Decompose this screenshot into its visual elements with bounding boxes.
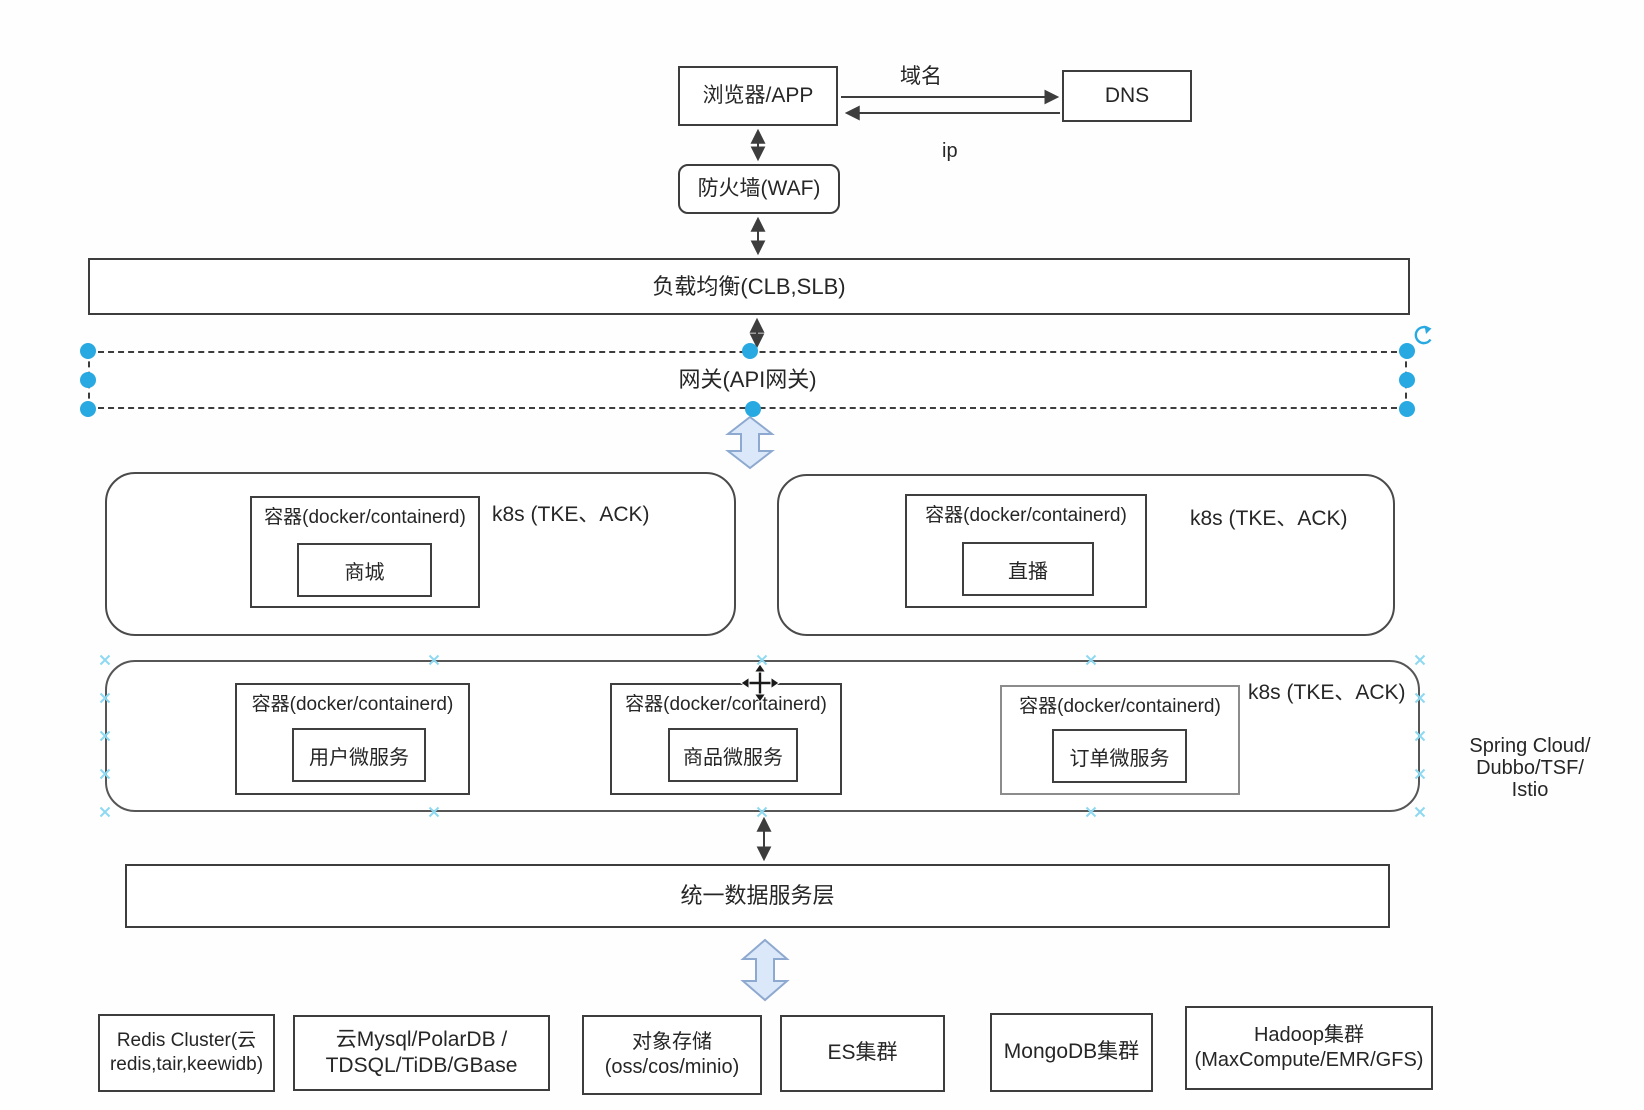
container-mall-label: 容器(docker/containerd) [264, 507, 466, 528]
gateway-label: 网关(API网关) [678, 367, 817, 393]
hadoop-node[interactable]: Hadoop集群 (MaxCompute/EMR/GFS) [1185, 1006, 1433, 1090]
mall-service-label: 商城 [344, 561, 385, 584]
mysql-label-line2: TDSQL/TiDB/GBase [325, 1054, 518, 1077]
k8s-label-right: k8s (TKE、ACK) [1190, 507, 1348, 530]
mall-service-node[interactable]: 商城 [297, 543, 432, 597]
container-user-label: 容器(docker/containerd) [251, 694, 454, 715]
domain-edge-label: 域名 [900, 65, 942, 88]
dns-label: DNS [1104, 83, 1150, 107]
mysql-node[interactable]: 云Mysql/PolarDB / TDSQL/TiDB/GBase [293, 1015, 550, 1091]
es-cluster-node[interactable]: ES集群 [780, 1015, 945, 1092]
waf-label: 防火墙(WAF) [697, 176, 821, 200]
order-service-node[interactable]: 订单微服务 [1052, 729, 1187, 783]
framework-line-2: Dubbo/TSF/ [1476, 757, 1584, 779]
container-order-label: 容器(docker/containerd) [1019, 696, 1221, 717]
k8s-label-left: k8s (TKE、ACK) [492, 503, 650, 526]
rotate-handle-icon[interactable] [1414, 325, 1432, 345]
user-service-label: 用户微服务 [309, 746, 409, 769]
product-service-node[interactable]: 商品微服务 [668, 728, 798, 782]
object-storage-line2: (oss/cos/minio) [604, 1056, 740, 1078]
object-storage-node[interactable]: 对象存储 (oss/cos/minio) [582, 1015, 762, 1095]
mysql-label-line1: 云Mysql/PolarDB / [335, 1027, 508, 1051]
mongodb-label: MongoDB集群 [1003, 1040, 1140, 1064]
dns-node[interactable]: DNS [1062, 70, 1192, 122]
es-cluster-label: ES集群 [827, 1041, 898, 1065]
data-service-layer-label: 统一数据服务层 [680, 883, 835, 909]
browser-app-label: 浏览器/APP [702, 83, 814, 107]
container-live-label: 容器(docker/containerd) [925, 505, 1127, 526]
live-service-node[interactable]: 直播 [962, 542, 1094, 596]
redis-label-line2: redis,tair,keewidb) [109, 1054, 264, 1075]
k8s-label-middle: k8s (TKE、ACK) [1248, 681, 1406, 704]
data-service-layer-node[interactable]: 统一数据服务层 [125, 864, 1390, 928]
framework-line-3: Istio [1511, 779, 1549, 801]
hadoop-label-line2: (MaxCompute/EMR/GFS) [1194, 1049, 1424, 1071]
browser-app-node[interactable]: 浏览器/APP [678, 66, 838, 126]
mongodb-node[interactable]: MongoDB集群 [990, 1013, 1153, 1092]
hadoop-label-line1: Hadoop集群 [1253, 1024, 1365, 1046]
load-balancer-label: 负载均衡(CLB,SLB) [652, 273, 846, 299]
live-service-label: 直播 [1008, 560, 1048, 583]
load-balancer-node[interactable]: 负载均衡(CLB,SLB) [88, 258, 1410, 315]
framework-line-1: Spring Cloud/ [1469, 735, 1591, 757]
ip-edge-label: ip [942, 140, 958, 162]
order-service-label: 订单微服务 [1069, 747, 1170, 770]
fat-arrow-gateway-clusters[interactable] [725, 415, 775, 470]
redis-label-line1: Redis Cluster(云 [116, 1030, 257, 1052]
fat-arrow-dataservice-datastores[interactable] [740, 938, 790, 1002]
product-service-label: 商品微服务 [683, 746, 783, 769]
waf-node[interactable]: 防火墙(WAF) [678, 164, 840, 214]
service-framework-annotation: Spring Cloud/ Dubbo/TSF/ Istio [1440, 735, 1620, 801]
container-product-label: 容器(docker/containerd) [625, 694, 827, 715]
user-service-node[interactable]: 用户微服务 [292, 728, 426, 782]
object-storage-line1: 对象存储 [632, 1031, 712, 1053]
redis-node[interactable]: Redis Cluster(云 redis,tair,keewidb) [98, 1014, 275, 1092]
gateway-node-selected[interactable]: 网关(API网关) [88, 351, 1407, 409]
